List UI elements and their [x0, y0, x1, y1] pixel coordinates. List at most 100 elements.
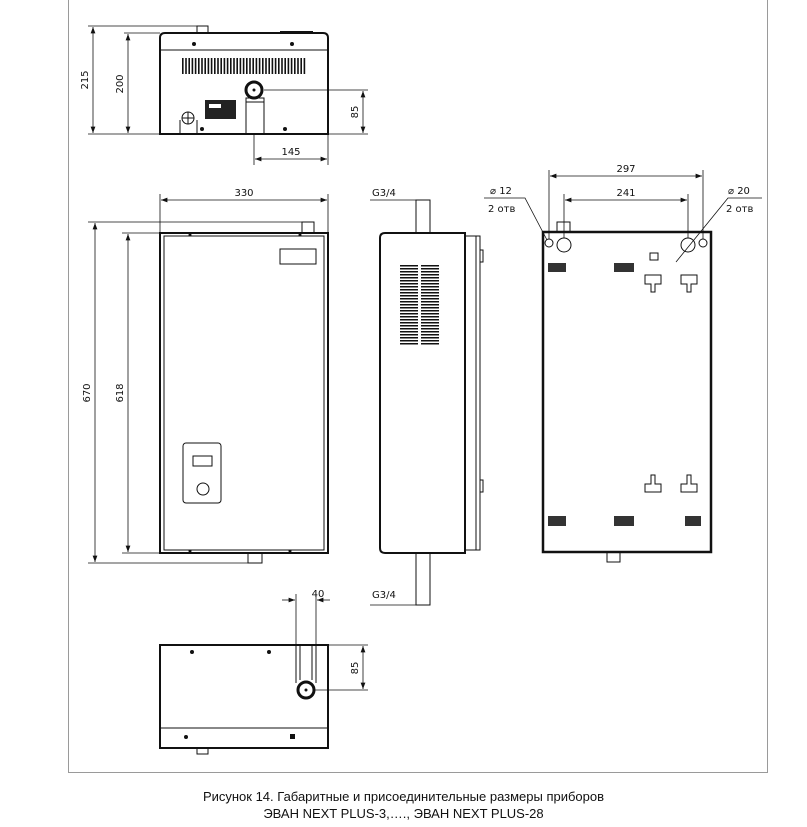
vent-slot: [400, 292, 418, 294]
vent-slot: [252, 58, 254, 74]
technical-drawing: 215 200 85 145 330 670 618 G3/4 G3/4: [80, 25, 762, 755]
vent-slot: [421, 301, 439, 303]
vent-slot: [421, 334, 439, 336]
hole-20-icon: [680, 237, 696, 253]
dim-85-bottom: 85: [350, 662, 361, 675]
vent-slot: [421, 319, 439, 321]
vent-slot: [233, 58, 235, 74]
vent-slot: [400, 310, 418, 312]
vent-slot: [217, 58, 219, 74]
vent-slot: [214, 58, 216, 74]
vent-slot: [287, 58, 290, 74]
vent-slot: [297, 58, 299, 74]
vent-slot: [400, 328, 418, 330]
drawing-frame: [68, 0, 768, 773]
vent-slot: [421, 313, 439, 315]
vent-slot: [400, 313, 418, 315]
vent-slot: [421, 337, 439, 339]
vent-slot: [421, 268, 439, 270]
vent-slot: [290, 58, 293, 74]
vent-slot: [400, 277, 418, 279]
vent-slot: [421, 283, 439, 285]
vent-slot: [204, 58, 206, 74]
control-panel: [205, 100, 236, 119]
vent-slot: [194, 58, 197, 74]
vent-slot: [188, 58, 190, 74]
vent-slot: [239, 58, 242, 74]
dim-297: 297: [616, 164, 635, 175]
knob-icon: [196, 482, 210, 496]
dim-40: 40: [312, 589, 325, 600]
vent-slot: [274, 58, 277, 74]
dim-241: 241: [616, 188, 635, 199]
vent-slots: [400, 265, 439, 345]
label-plate: [279, 248, 317, 265]
vent-slot: [400, 298, 418, 300]
dim-670: 670: [82, 383, 93, 402]
vent-slot: [230, 58, 232, 74]
vent-slot: [421, 304, 439, 306]
vent-slot: [281, 58, 283, 74]
hole-20-icon: [556, 237, 572, 253]
dim-145: 145: [281, 147, 300, 158]
control-unit: [182, 442, 222, 504]
vent-slot: [300, 58, 302, 74]
vent-slot: [421, 292, 439, 294]
vent-slot: [421, 328, 439, 330]
vent-slot: [207, 58, 210, 74]
thread-bottom-label: G3/4: [372, 590, 396, 601]
vent-slot: [278, 58, 280, 74]
vent-slot: [421, 277, 439, 279]
vent-slot: [400, 289, 418, 291]
vent-slot: [421, 310, 439, 312]
dim-215: 215: [80, 70, 91, 89]
hole-12-diameter: ⌀ 12: [490, 186, 512, 197]
vent-slot: [258, 58, 261, 74]
vent-slot: [421, 295, 439, 297]
vent-slot: [421, 343, 439, 345]
vent-slot: [400, 316, 418, 318]
vent-slot: [400, 274, 418, 276]
vent-slot: [421, 298, 439, 300]
dim-200: 200: [115, 74, 126, 93]
vent-slot: [400, 319, 418, 321]
vent-slot: [421, 289, 439, 291]
vent-slot: [400, 295, 418, 297]
bottom-view: 40 85: [159, 589, 368, 755]
vent-slot: [284, 58, 286, 74]
dim-330: 330: [234, 188, 253, 199]
vent-slot: [400, 307, 418, 309]
vent-slot: [294, 58, 296, 74]
vent-slot: [400, 271, 418, 273]
side-view: G3/4 G3/4: [370, 188, 484, 606]
caption-line-2: ЭВАН NEXT PLUS-3,…., ЭВАН NEXT PLUS-28: [263, 806, 544, 821]
vent-slot: [182, 58, 184, 74]
vent-slot: [246, 58, 248, 74]
dim-618: 618: [115, 383, 126, 402]
vent-slot: [400, 334, 418, 336]
vent-slot: [400, 268, 418, 270]
vent-slot: [400, 265, 418, 267]
vent-slot: [421, 307, 439, 309]
vent-slot: [185, 58, 187, 74]
vent-slot: [400, 337, 418, 339]
dim-85-top: 85: [350, 106, 361, 119]
vent-slot: [271, 58, 274, 74]
thread-top-label: G3/4: [372, 188, 396, 199]
vent-slot: [400, 325, 418, 327]
caption-line-1: Рисунок 14. Габаритные и присоединительн…: [202, 789, 605, 804]
figure-caption: Рисунок 14. Габаритные и присоединительн…: [0, 788, 807, 822]
vent-slot: [421, 325, 439, 327]
vent-slot: [262, 58, 264, 74]
vent-slot: [201, 58, 203, 74]
vent-slot: [223, 58, 226, 74]
hole-20-diameter: ⌀ 20: [728, 186, 750, 197]
vent-slot: [400, 343, 418, 345]
vent-slot: [400, 304, 418, 306]
vent-slot: [400, 301, 418, 303]
front-view: 330 670 618: [82, 188, 329, 564]
vent-slot: [421, 316, 439, 318]
vent-slot: [421, 271, 439, 273]
vent-slot: [421, 322, 439, 324]
display: [192, 455, 213, 467]
